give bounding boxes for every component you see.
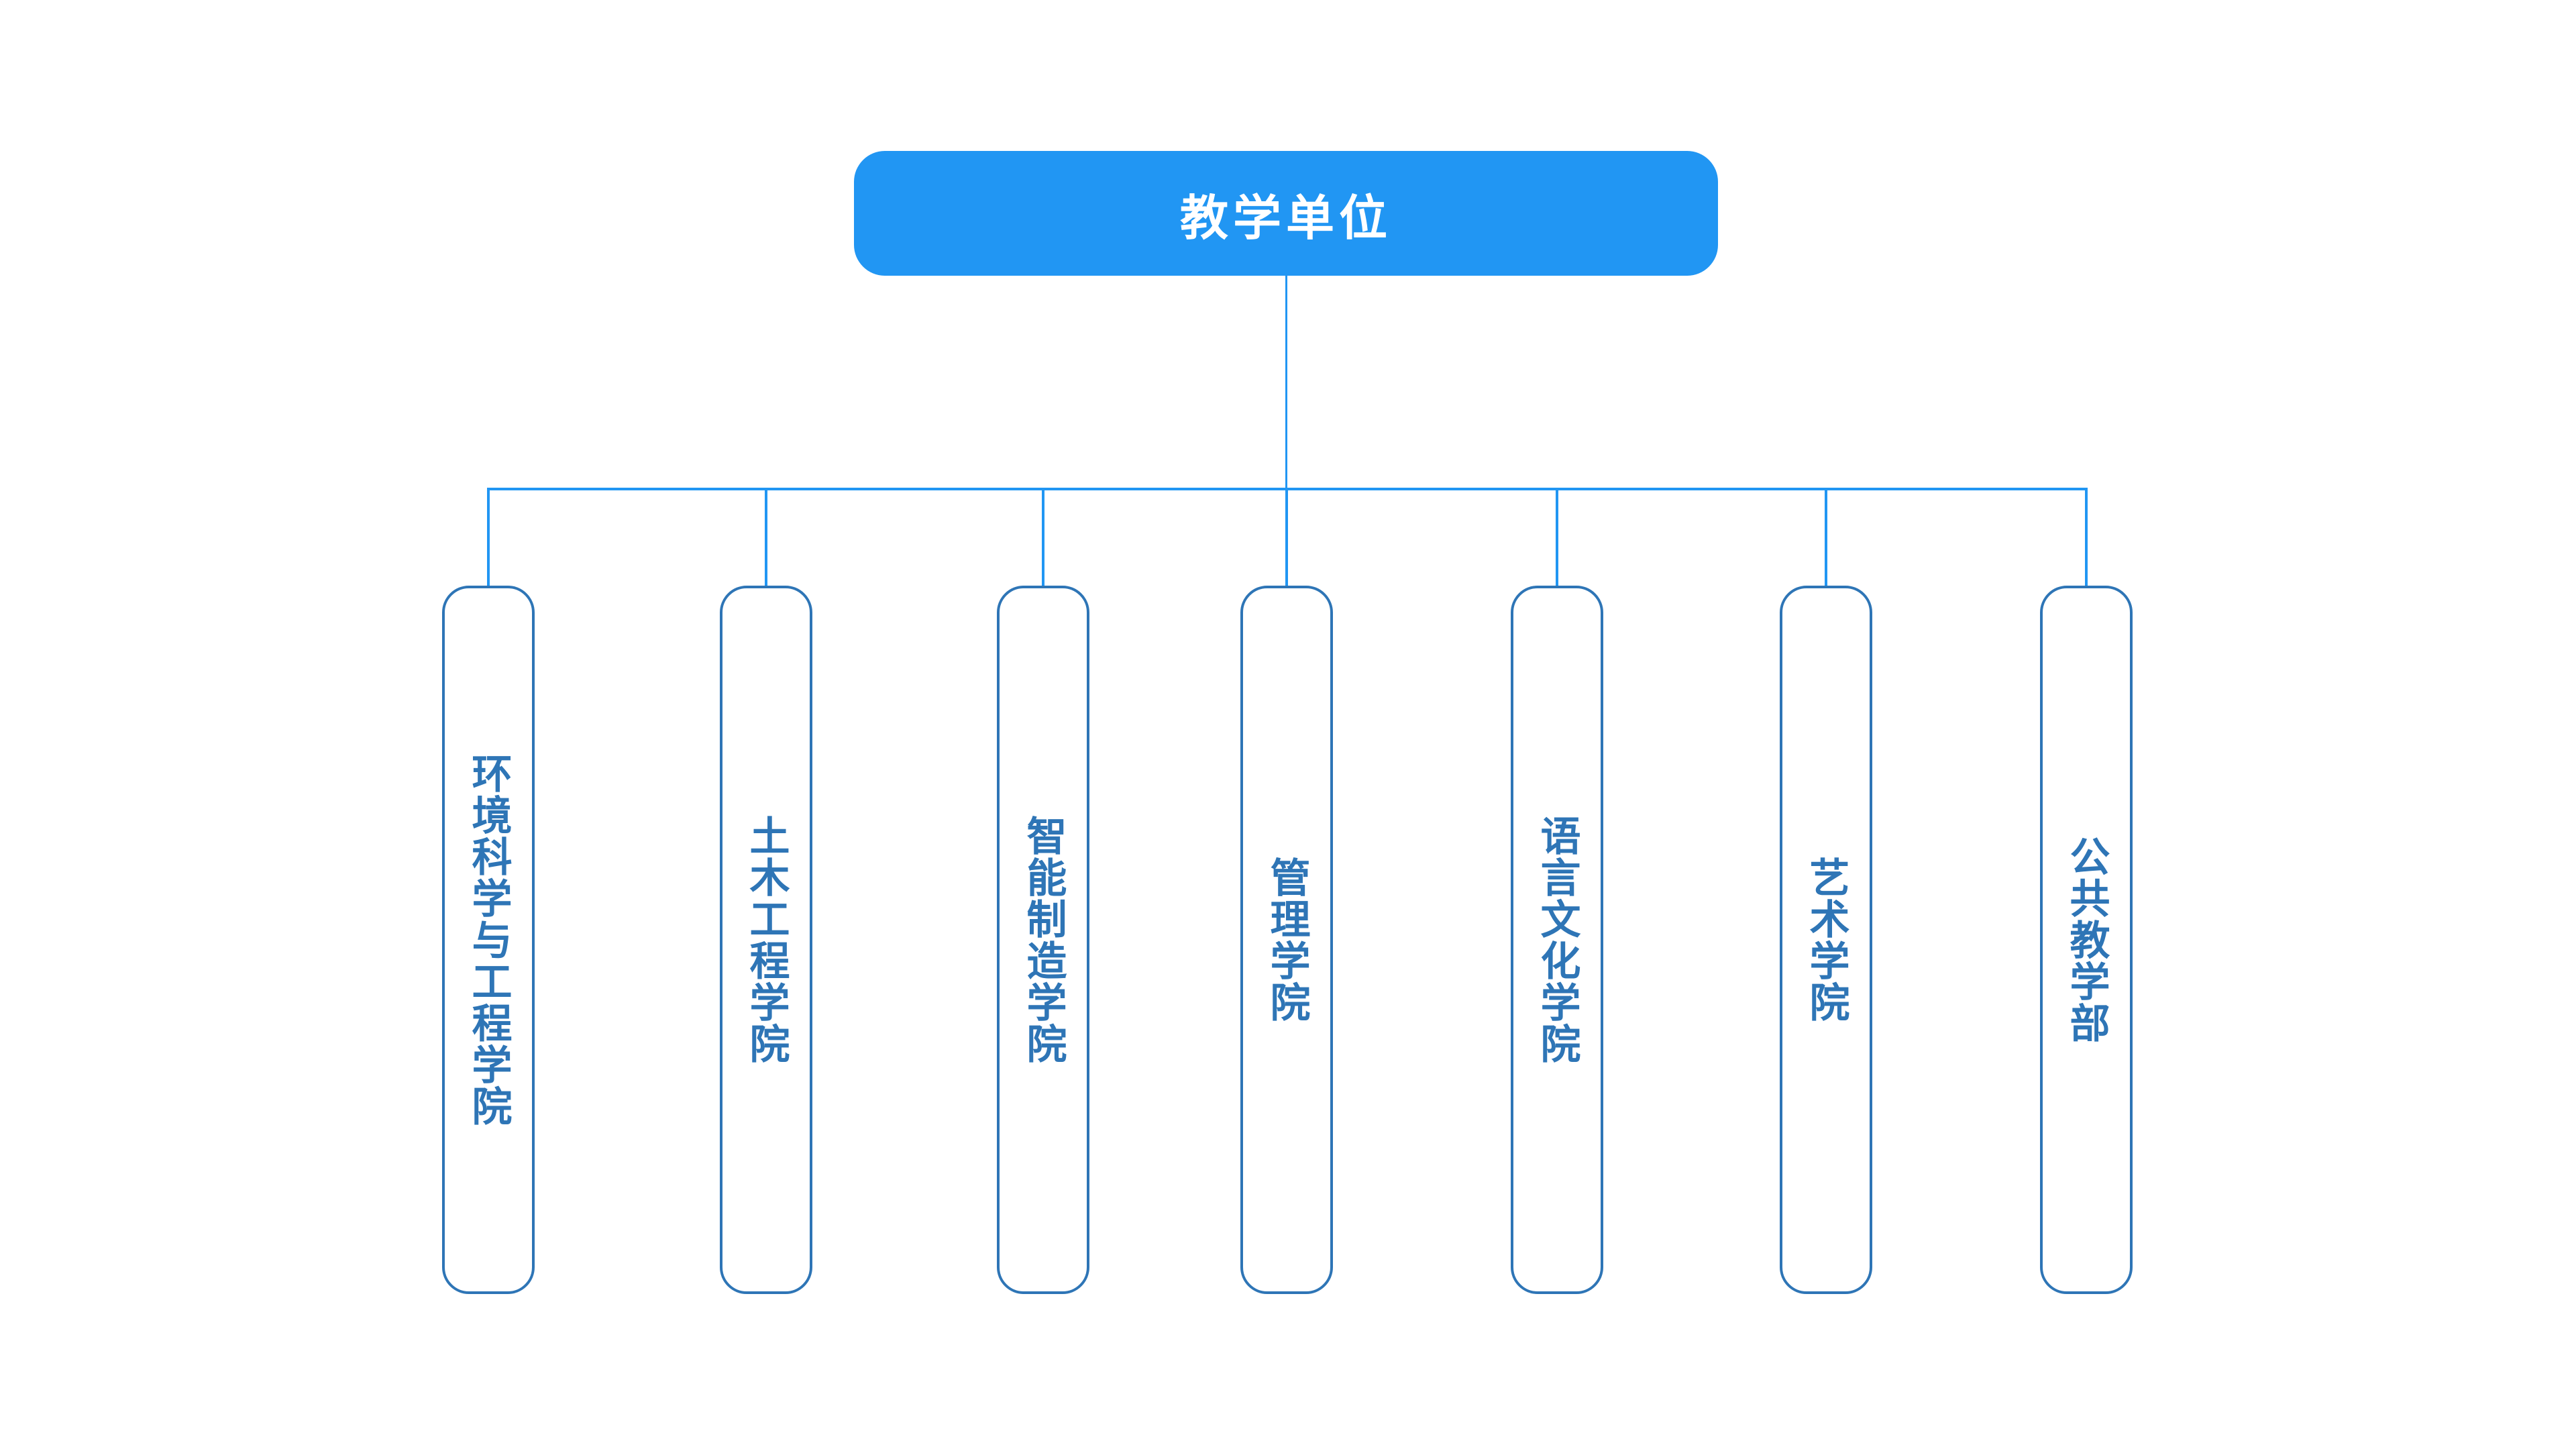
- connector-stub-6: [1825, 488, 1827, 586]
- connector-stub-7: [2085, 488, 2088, 586]
- child-node-label: 环境科学与工程学院: [466, 753, 511, 1127]
- connector-root-vertical: [1285, 275, 1287, 489]
- child-node-label: 管理学院: [1265, 857, 1309, 1023]
- child-node-public-teaching[interactable]: 公共教学部: [2040, 586, 2133, 1294]
- child-node-label: 土木工程学院: [744, 815, 789, 1065]
- child-node-label: 语言文化学院: [1535, 815, 1580, 1065]
- connector-stub-4: [1285, 488, 1288, 586]
- child-node-civil-engineering[interactable]: 土木工程学院: [720, 586, 812, 1294]
- child-node-environment-science-engineering[interactable]: 环境科学与工程学院: [442, 586, 535, 1294]
- child-node-label: 艺术学院: [1804, 857, 1849, 1023]
- child-node-language-culture[interactable]: 语言文化学院: [1511, 586, 1603, 1294]
- connector-stub-3: [1042, 488, 1044, 586]
- connector-stub-5: [1556, 488, 1558, 586]
- child-node-art[interactable]: 艺术学院: [1780, 586, 1872, 1294]
- root-node[interactable]: 教学单位: [854, 151, 1718, 276]
- child-node-label: 智能制造学院: [1021, 815, 1066, 1065]
- child-node-management[interactable]: 管理学院: [1240, 586, 1333, 1294]
- connector-stub-1: [487, 488, 490, 586]
- child-node-label: 公共教学部: [2064, 836, 2109, 1044]
- child-node-intelligent-manufacturing[interactable]: 智能制造学院: [997, 586, 1089, 1294]
- root-node-label: 教学单位: [1179, 191, 1392, 246]
- connector-stub-2: [765, 488, 767, 586]
